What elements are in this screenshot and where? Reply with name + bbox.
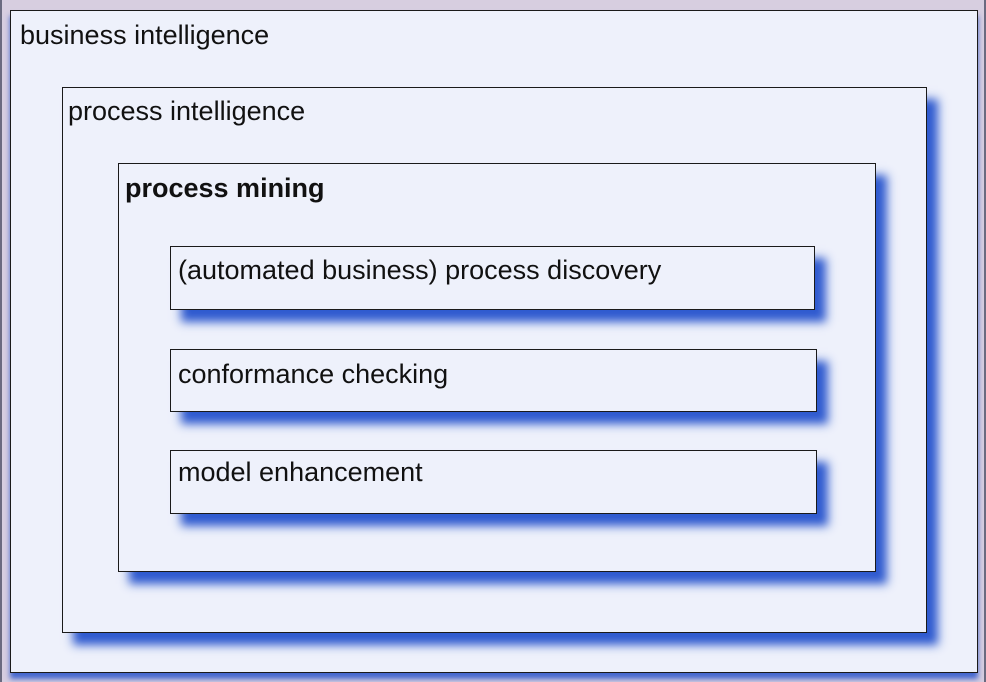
process-intelligence-label: process intelligence [68,96,306,126]
conformance-checking-label: conformance checking [178,359,449,389]
business-intelligence-label: business intelligence [20,20,270,50]
conformance-checking-box: conformance checking [170,349,817,412]
model-enhancement-label: model enhancement [178,457,423,487]
process-discovery-box: (automated business) process discovery [170,246,815,310]
process-discovery-label: (automated business) process discovery [178,255,662,285]
model-enhancement-box: model enhancement [170,450,817,514]
process-mining-label: process mining [125,173,325,203]
